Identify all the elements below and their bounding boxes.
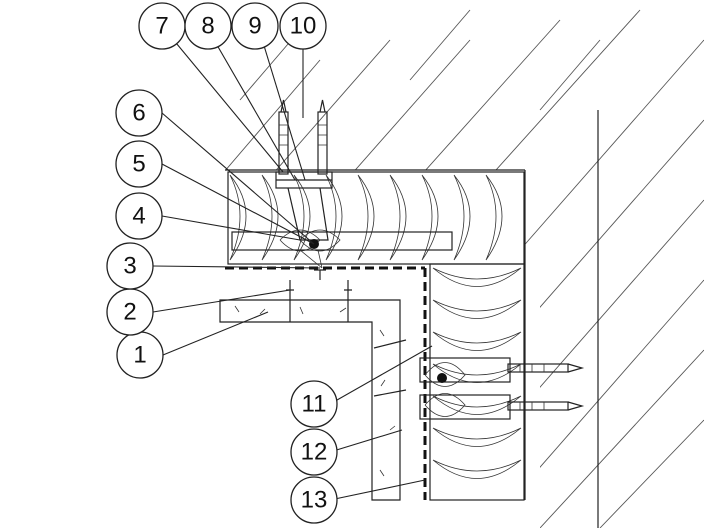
callout-3: 3 [106,242,154,290]
callouts: 1 2 3 4 5 6 7 8 9 10 11 12 13 [106,2,338,524]
svg-text:8: 8 [201,13,214,40]
membrane-line [225,266,427,500]
svg-text:9: 9 [248,13,261,40]
svg-text:4: 4 [132,203,145,230]
facing-slab [219,299,401,501]
svg-text:2: 2 [123,299,136,326]
svg-text:7: 7 [155,13,168,40]
top-bracket [231,187,453,269]
top-insulation-layer [227,171,525,265]
svg-text:12: 12 [301,439,328,466]
callout-4: 4 [115,192,163,240]
side-anchors [373,339,585,420]
wall-edges [225,110,599,528]
bracket-bolts [286,269,352,322]
callout-1: 1 [116,331,164,379]
callout-6: 6 [115,89,163,137]
callout-11: 11 [290,380,338,428]
callout-13: 13 [290,476,338,524]
svg-text:10: 10 [290,13,317,40]
svg-text:1: 1 [133,342,146,369]
svg-text:13: 13 [301,487,328,514]
callout-10: 10 [279,2,327,50]
callout-5: 5 [115,140,163,188]
svg-text:3: 3 [123,253,136,280]
callout-9: 9 [231,2,279,50]
top-anchors [275,99,333,189]
callout-7: 7 [138,2,186,50]
svg-text:6: 6 [132,100,145,127]
leader-lines [152,25,433,501]
callout-12: 12 [290,428,338,476]
svg-text:5: 5 [132,151,145,178]
callout-2: 2 [106,288,154,336]
svg-text:11: 11 [302,391,327,418]
callout-8: 8 [184,2,232,50]
